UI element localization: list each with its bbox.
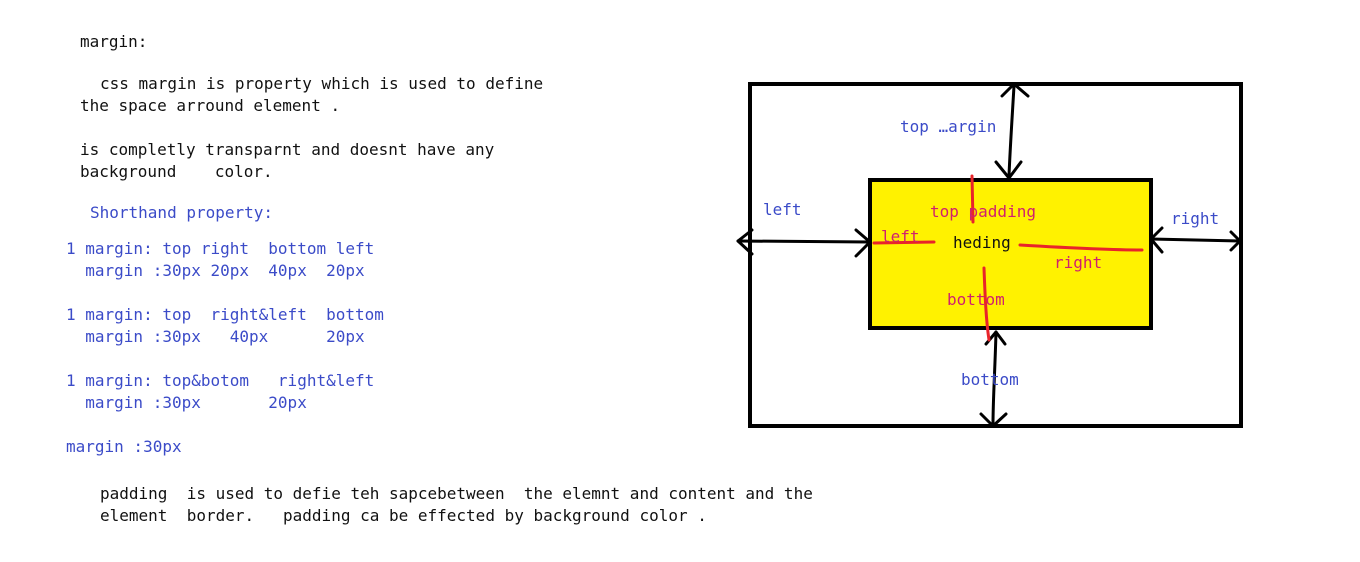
shorthand-heading: Shorthand property: — [90, 203, 274, 222]
padding-labels: top padding left right bottom — [881, 202, 1102, 309]
padding-definition-line-2: element border. padding ca be effected b… — [100, 506, 707, 525]
padding-definition-line-1: padding is used to defie teh sapcebetwee… — [100, 484, 813, 503]
left-padding-line — [872, 240, 936, 245]
bottom-margin-arrow-line — [991, 330, 998, 426]
top-margin-label: top …argin — [900, 117, 996, 136]
right-margin-label: right — [1171, 209, 1219, 228]
margin-arrows — [736, 82, 1242, 428]
shorthand-value-three-values: margin :30px 40px 20px — [66, 327, 365, 346]
left-margin-arrow-head-left — [736, 228, 754, 256]
margin-labels: top …argin left right bottom — [763, 117, 1219, 389]
top-padding-label: top padding — [930, 202, 1036, 221]
top-margin-arrow-line — [1007, 84, 1016, 178]
margin-definition-line-1: css margin is property which is used to … — [100, 74, 544, 93]
bottom-margin-arrow-head-down — [979, 412, 1008, 428]
bottom-padding-label: bottom — [947, 290, 1005, 309]
content-heading-label: heding — [953, 233, 1011, 252]
shorthand-single-value: margin :30px — [66, 437, 182, 456]
top-padding-line — [970, 174, 975, 224]
bottom-margin-label: bottom — [961, 370, 1019, 389]
right-padding-label: right — [1054, 253, 1102, 272]
right-margin-arrow-head-left — [1149, 226, 1164, 254]
margin-notes: margin: css margin is property which is … — [66, 32, 813, 525]
padding-lines — [872, 174, 1144, 342]
top-margin-arrow-head-down — [994, 160, 1023, 180]
transparent-line-2: background color. — [80, 162, 273, 181]
margin-heading: margin: — [80, 32, 148, 51]
padding-box — [868, 178, 1153, 330]
left-margin-arrow-line — [736, 239, 872, 244]
transparent-line-1: is completly transparnt and doesnt have … — [80, 140, 495, 159]
shorthand-value-two-values: margin :30px 20px — [66, 393, 307, 412]
top-margin-arrow-head-up — [1000, 82, 1030, 98]
margin-outer-border — [748, 82, 1243, 428]
shorthand-syntax-two-values: 1 margin: top&botom right&left — [66, 371, 375, 390]
right-margin-arrow-line — [1149, 237, 1242, 243]
left-margin-arrow-head-right — [854, 228, 872, 258]
shorthand-syntax-three-values: 1 margin: top right&left bottom — [66, 305, 384, 324]
left-padding-label: left — [881, 227, 920, 246]
left-margin-label: left — [763, 200, 802, 219]
shorthand-value-four-values: margin :30px 20px 40px 20px — [66, 261, 365, 280]
right-padding-line — [1018, 243, 1144, 252]
shorthand-syntax-four-values: 1 margin: top right bottom left — [66, 239, 375, 258]
bottom-padding-line — [982, 266, 991, 342]
margin-definition-line-2: the space arround element . — [80, 96, 341, 115]
right-margin-arrow-head-right — [1229, 230, 1242, 252]
